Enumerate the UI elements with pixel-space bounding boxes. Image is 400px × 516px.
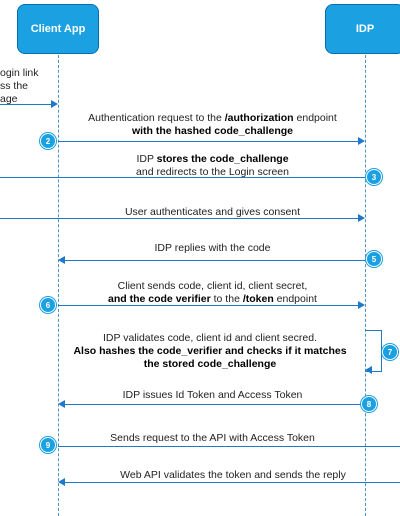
message-5-badge: 5 — [366, 251, 382, 267]
message-5-arrow — [65, 260, 365, 261]
message-2-text: Authentication request to the /authoriza… — [60, 112, 365, 138]
message-1-arrow — [0, 104, 51, 105]
message-3-line1: IDP stores the code_challenge — [136, 153, 289, 165]
message-2-line2: with the hashed code_challenge — [131, 125, 294, 137]
idp-lifeline — [365, 55, 366, 516]
message-6-arrow — [58, 305, 358, 306]
message-1-line1: ogin link — [0, 67, 39, 79]
message-6-line2: and the code verifier to the /token endp… — [108, 293, 317, 305]
message-6-arrowhead — [358, 301, 365, 309]
message-7-line3: the stored code_challenge — [143, 358, 277, 370]
message-1-line3: age — [0, 93, 18, 105]
idp-label: IDP — [355, 23, 375, 35]
message-9-text: Sends request to the API with Access Tok… — [110, 432, 315, 444]
client-app-actor: Client App — [17, 4, 99, 54]
message-8-arrowhead — [58, 400, 65, 408]
message-6-text: Client sends code, client id, client sec… — [60, 280, 365, 306]
message-10-text: Web API validates the token and sends th… — [120, 469, 346, 481]
message-7-badge: 7 — [382, 344, 398, 360]
message-4-arrow — [0, 218, 358, 219]
message-3-arrow — [0, 177, 365, 178]
message-3-badge: 3 — [366, 169, 382, 185]
message-5-text: IDP replies with the code — [154, 242, 271, 254]
message-10-arrowhead — [58, 478, 65, 486]
message-2-arrowhead — [358, 137, 365, 145]
message-4-arrowhead — [358, 214, 365, 222]
message-7-line1: IDP validates code, client id and client… — [102, 332, 317, 344]
message-1-arrowhead — [51, 100, 58, 108]
message-6-badge: 6 — [40, 297, 56, 313]
message-7-text: IDP validates code, client id and client… — [60, 332, 360, 371]
message-9-arrow — [58, 446, 400, 447]
message-1-text: ogin link ss the age — [0, 67, 39, 106]
message-10-arrow — [65, 482, 400, 483]
message-2-line1: Authentication request to the /authoriza… — [88, 112, 337, 124]
message-8-arrow — [65, 404, 365, 405]
message-7-line2: Also hashes the code_verifier and checks… — [73, 345, 347, 357]
client-app-lifeline — [58, 55, 59, 516]
message-2-badge: 2 — [40, 133, 56, 149]
message-5-arrowhead — [58, 256, 65, 264]
message-3-text: IDP stores the code_challenge and redire… — [60, 153, 365, 179]
message-8-badge: 8 — [361, 396, 377, 412]
message-1-line2: ss the — [0, 80, 29, 92]
message-7-arrowhead — [365, 366, 372, 374]
message-8-text: IDP issues Id Token and Access Token — [122, 389, 303, 401]
client-app-label: Client App — [30, 23, 86, 35]
message-4-text: User authenticates and gives consent — [124, 206, 301, 218]
message-3-line2: and redirects to the Login screen — [136, 166, 289, 178]
idp-actor: IDP — [325, 4, 400, 54]
message-6-line1: Client sends code, client id, client sec… — [117, 280, 308, 292]
message-7-self-loop — [365, 330, 382, 372]
message-2-arrow — [58, 141, 358, 142]
message-9-badge: 9 — [40, 437, 56, 453]
